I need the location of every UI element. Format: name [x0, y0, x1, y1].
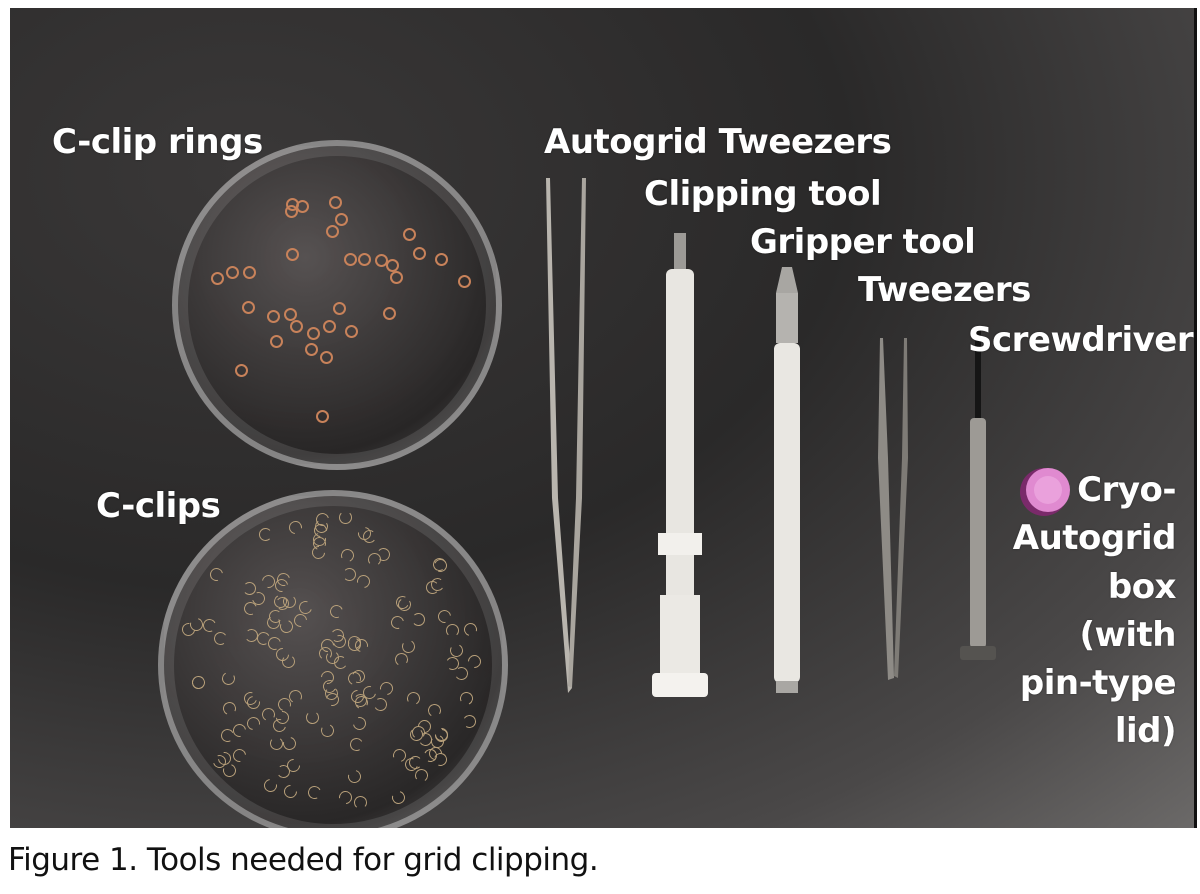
label-cryo-autogrid-box: Cryo- Autogrid box (with pin-type lid)	[1012, 466, 1177, 756]
label-cryo-line3: box	[1107, 566, 1177, 607]
autogrid-tweezers-image	[546, 178, 586, 693]
c-clip-ring	[389, 270, 403, 284]
c-clip	[408, 755, 423, 770]
screwdriver-image	[960, 328, 996, 660]
c-clip-ring	[211, 271, 225, 285]
c-clip-ring	[235, 363, 249, 377]
c-clip-ring	[325, 224, 339, 238]
c-clip	[342, 568, 356, 582]
c-clip-ring	[334, 212, 348, 226]
label-cryo-line5: pin-type	[1019, 663, 1177, 704]
c-clip	[425, 581, 439, 595]
c-clip-ring	[286, 248, 300, 262]
c-clip	[445, 623, 459, 637]
c-clip-ring	[323, 319, 337, 333]
c-clip-ring	[333, 302, 347, 316]
tweezers-image	[878, 338, 908, 680]
label-clipping-tool: Clipping tool	[644, 174, 882, 214]
c-clip-ring	[225, 266, 239, 280]
c-clip-ring	[289, 320, 303, 334]
label-screwdriver: Screwdriver	[968, 320, 1194, 360]
c-clip-ring	[320, 350, 334, 364]
label-cryo-line4: (with	[1079, 614, 1176, 655]
c-clip-ring	[305, 342, 319, 356]
c-clip	[282, 594, 296, 609]
label-cryo-line6: lid)	[1114, 711, 1177, 752]
c-clip-ring	[458, 274, 472, 288]
c-clip-ring	[266, 310, 280, 324]
c-clip-ring	[270, 335, 283, 349]
figure-photo: C-clip rings C-clips Autogrid Tweezers C…	[10, 8, 1197, 828]
label-c-clip-rings: C-clip rings	[52, 122, 263, 162]
c-clip-ring	[434, 252, 448, 266]
c-clip-ring	[402, 228, 416, 242]
c-clip-ring	[383, 306, 397, 320]
petri-dish-c-clips	[158, 490, 508, 828]
clipping-tool-image	[652, 233, 708, 697]
c-clip-ring	[315, 410, 329, 424]
c-clip	[411, 612, 426, 626]
label-c-clips: C-clips	[96, 486, 221, 526]
c-clip-ring	[307, 326, 321, 340]
gripper-tool-image	[774, 267, 800, 693]
cryo-autogrid-box-image	[1020, 468, 1070, 516]
c-clip-ring	[357, 252, 371, 266]
c-clip-ring	[295, 200, 309, 214]
c-clip-ring	[243, 265, 257, 279]
label-gripper-tool: Gripper tool	[750, 222, 976, 262]
c-clip-ring	[386, 258, 400, 272]
label-cryo-line2: Autogrid	[1012, 518, 1177, 559]
figure-caption: Figure 1. Tools needed for grid clipping…	[8, 842, 599, 878]
c-clip-ring	[344, 324, 358, 338]
label-tweezers: Tweezers	[858, 270, 1031, 310]
c-clip-ring	[241, 301, 255, 315]
label-autogrid-tweezers: Autogrid Tweezers	[544, 122, 892, 162]
c-clip-ring	[375, 254, 389, 268]
label-cryo-line1: Cryo-	[1077, 470, 1176, 510]
c-clip-ring	[284, 307, 298, 321]
c-clip	[191, 675, 205, 690]
c-clip	[338, 511, 352, 525]
c-clip	[409, 727, 424, 742]
c-clip-ring	[343, 253, 357, 267]
c-clip	[258, 527, 273, 541]
c-clip-ring	[412, 247, 426, 261]
c-clip-ring	[329, 196, 343, 210]
